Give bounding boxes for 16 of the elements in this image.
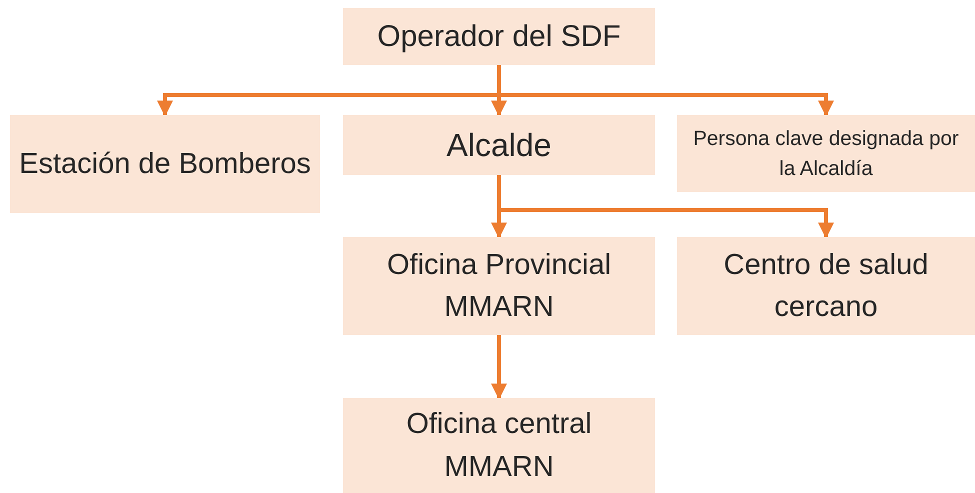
org-box (343, 398, 655, 493)
box-label: Centro de salud cercano (722, 248, 930, 325)
org-box (10, 115, 320, 213)
box-label: Oficina central MMARN (405, 407, 593, 484)
arrow (491, 335, 507, 400)
box-label: Alcalde (446, 126, 552, 165)
arrow (497, 175, 834, 239)
org-box (677, 115, 975, 192)
org-box (343, 115, 655, 175)
box-label: Persona clave designada por la Alcaldía (692, 126, 960, 182)
org-box (677, 237, 975, 335)
box-label: Estación de Bomberos (19, 146, 311, 182)
org-box (343, 8, 655, 65)
box-label: Operador del SDF (377, 18, 621, 55)
box-label: Oficina Provincial MMARN (386, 248, 612, 325)
org-box (343, 237, 655, 335)
